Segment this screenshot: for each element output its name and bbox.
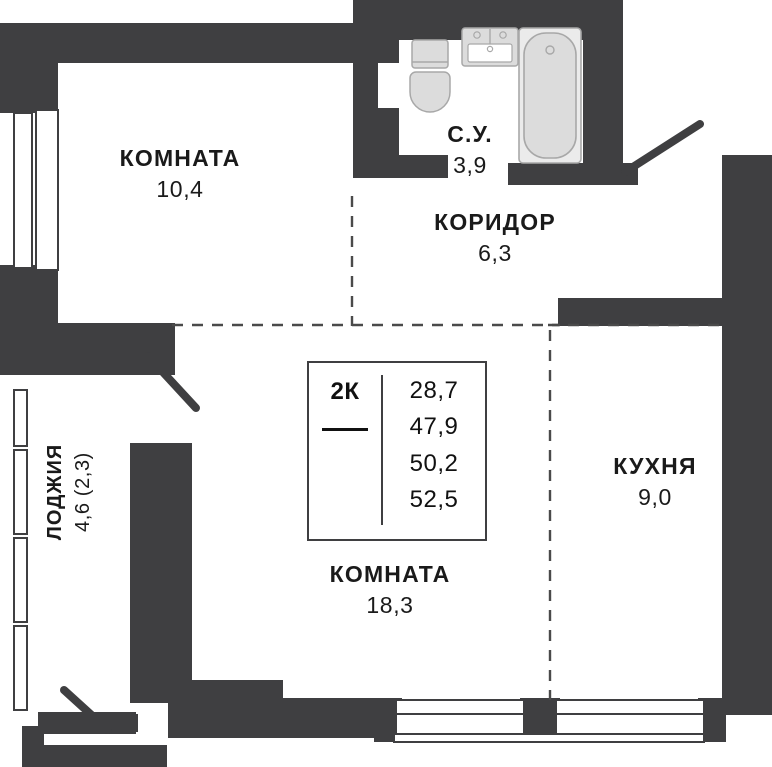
summary-divider-dash bbox=[322, 428, 368, 431]
summary-vertical-divider bbox=[381, 375, 383, 525]
room-area-room2: 18,3 bbox=[366, 592, 414, 619]
room-name-loggia: ЛОДЖИЯ bbox=[44, 443, 66, 541]
room-name-corridor: КОРИДОР bbox=[434, 209, 556, 235]
wall-right-lower bbox=[722, 385, 772, 715]
window-loggia-2 bbox=[13, 449, 28, 535]
room-area-loggia: 4,6 (2,3) bbox=[71, 452, 94, 532]
windows-group bbox=[13, 109, 705, 743]
room-label-corridor: КОРИДОР 6,3 bbox=[395, 208, 595, 269]
room-name-kitchen: КУХНЯ bbox=[613, 453, 697, 479]
wall-right-upper bbox=[722, 155, 772, 385]
wall-kitchen-top bbox=[558, 298, 723, 326]
room-label-room2: КОМНАТА 18,3 bbox=[245, 560, 535, 621]
wall-bath-right bbox=[583, 0, 623, 185]
summary-area-1: 47,9 bbox=[409, 413, 459, 441]
wall-bottom-room1 bbox=[0, 323, 175, 375]
summary-room-count: 2К bbox=[330, 378, 360, 405]
window-bottom-sill bbox=[393, 733, 705, 743]
summary-left-column: 2К bbox=[309, 363, 381, 539]
window-bottom-left-2 bbox=[395, 713, 525, 737]
room-label-loggia: ЛОДЖИЯ 4,6 (2,3) bbox=[43, 397, 103, 587]
window-bottom-right-2 bbox=[555, 713, 705, 737]
door-entry bbox=[621, 120, 704, 176]
wall-bottom-left-corner bbox=[168, 713, 400, 738]
room-name-room1: КОМНАТА bbox=[119, 145, 241, 171]
room-area-corridor: 6,3 bbox=[478, 240, 512, 267]
wall-window-top-jamb bbox=[0, 23, 58, 113]
window-loggia-4 bbox=[13, 625, 28, 711]
room-area-room1: 10,4 bbox=[156, 176, 204, 203]
room-name-room2: КОМНАТА bbox=[329, 561, 451, 587]
room-label-kitchen: КУХНЯ 9,0 bbox=[570, 452, 740, 513]
wall-bath-bottom-left bbox=[353, 155, 448, 178]
room-name-bath: С.У. bbox=[447, 121, 493, 147]
door-loggia bbox=[60, 686, 112, 734]
toilet-fixture bbox=[409, 39, 451, 113]
bathtub-fixture bbox=[518, 27, 582, 164]
dashed-openings-group bbox=[172, 196, 724, 700]
door-room1 bbox=[144, 352, 200, 412]
wall-top-room1 bbox=[18, 23, 353, 63]
window-bottom-left bbox=[395, 699, 525, 715]
wall-loggia-bottom bbox=[22, 745, 167, 767]
window-bottom-right bbox=[555, 699, 705, 715]
room-area-kitchen: 9,0 bbox=[638, 484, 672, 511]
window-loggia-3 bbox=[13, 537, 28, 623]
room-label-bath: С.У. 3,9 bbox=[395, 120, 545, 181]
doors-group bbox=[60, 120, 704, 734]
summary-area-3: 52,5 bbox=[409, 486, 459, 514]
window-loggia-1 bbox=[13, 389, 28, 447]
room-area-bath: 3,9 bbox=[453, 152, 487, 179]
wall-loggia-right bbox=[130, 443, 192, 703]
sink-fixture bbox=[461, 27, 519, 67]
apartment-summary-card: 2К 28,7 47,9 50,2 52,5 bbox=[307, 361, 487, 541]
summary-area-0: 28,7 bbox=[409, 377, 459, 404]
window-room1-left-inner bbox=[35, 109, 59, 271]
summary-areas-column: 28,7 47,9 50,2 52,5 bbox=[383, 363, 485, 539]
fixtures-group bbox=[409, 27, 582, 164]
window-room1-left bbox=[13, 112, 33, 269]
room-label-room1: КОМНАТА 10,4 bbox=[60, 144, 300, 205]
summary-area-2: 50,2 bbox=[409, 449, 459, 477]
